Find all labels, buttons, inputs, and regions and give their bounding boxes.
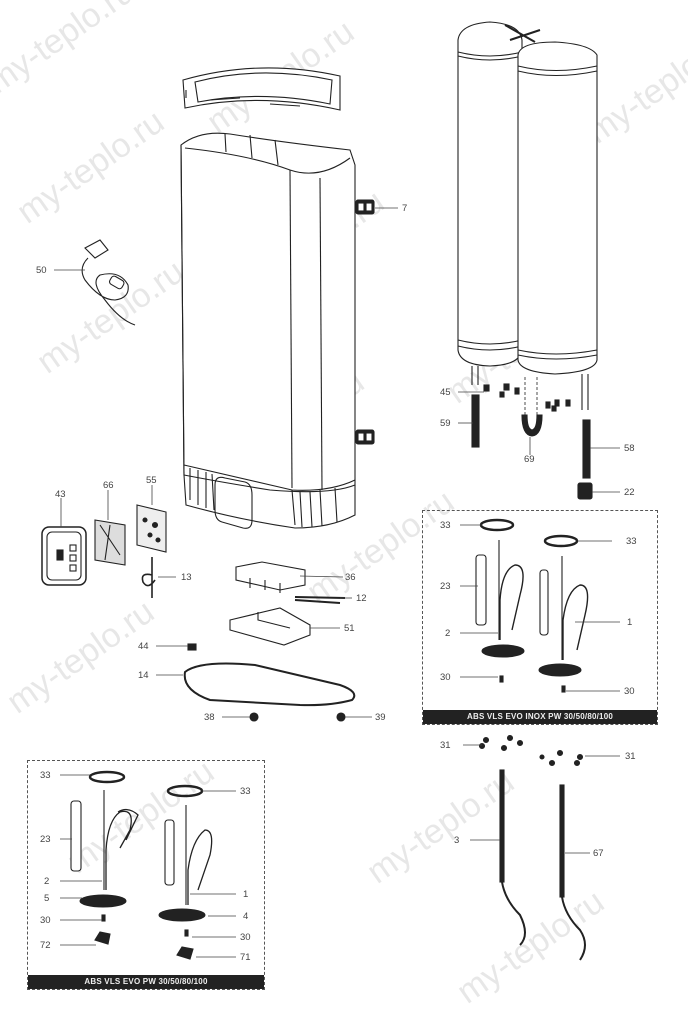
callout-1: 1 xyxy=(627,617,633,628)
callout-36: 36 xyxy=(345,572,356,583)
bottom-tray xyxy=(229,607,311,646)
callout-69: 69 xyxy=(524,454,535,465)
inox-kit-drawing xyxy=(460,518,620,693)
standard-kit-box: ABS VLS EVO PW 30/50/80/100 xyxy=(27,760,265,990)
clip xyxy=(187,643,197,651)
callout-2: 2 xyxy=(445,628,451,639)
callout-39: 39 xyxy=(375,712,386,723)
tanks xyxy=(457,21,598,410)
standard-kit-title: ABS VLS EVO PW 30/50/80/100 xyxy=(28,975,264,989)
top-cover xyxy=(182,67,341,111)
callout-1: 1 xyxy=(243,889,249,900)
nut-left xyxy=(249,712,259,722)
standard-kit-drawing xyxy=(60,770,236,960)
inox-kit-title: ABS VLS EVO INOX PW 30/50/80/100 xyxy=(423,710,657,724)
callout-30: 30 xyxy=(440,672,451,683)
callout-50: 50 xyxy=(36,265,47,276)
callout-30: 30 xyxy=(624,686,635,697)
callout-3: 3 xyxy=(454,835,460,846)
callout-31: 31 xyxy=(440,740,451,751)
callout-38: 38 xyxy=(204,712,215,723)
bottom-frame xyxy=(183,662,356,707)
callout-58: 58 xyxy=(624,443,635,454)
inox-kit-box: ABS VLS EVO INOX PW 30/50/80/100 xyxy=(422,510,658,725)
callout-2: 2 xyxy=(44,876,50,887)
cable xyxy=(294,596,346,604)
board-bracket xyxy=(94,519,126,566)
power-cord xyxy=(81,239,136,326)
callout-5: 5 xyxy=(44,893,50,904)
fittings xyxy=(471,383,593,500)
callout-72: 72 xyxy=(40,940,51,951)
leader-lines xyxy=(54,207,620,718)
callout-33: 33 xyxy=(626,536,637,547)
callout-30: 30 xyxy=(240,932,251,943)
control-panel xyxy=(41,526,87,586)
casing xyxy=(180,132,375,529)
callout-66: 66 xyxy=(103,480,114,491)
electronic-board xyxy=(136,504,167,553)
callout-4: 4 xyxy=(243,911,249,922)
probes-drawing xyxy=(463,734,620,961)
callout-33: 33 xyxy=(440,520,451,531)
callout-45: 45 xyxy=(440,387,451,398)
callout-33: 33 xyxy=(240,786,251,797)
wire-harness xyxy=(141,557,156,598)
callout-71: 71 xyxy=(240,952,251,963)
callout-44: 44 xyxy=(138,641,149,652)
nut-right xyxy=(336,712,346,722)
callout-12: 12 xyxy=(356,593,367,604)
callout-30: 30 xyxy=(40,915,51,926)
callout-43: 43 xyxy=(55,489,66,500)
callout-13: 13 xyxy=(181,572,192,583)
callout-23: 23 xyxy=(40,834,51,845)
callout-33: 33 xyxy=(40,770,51,781)
electronics-housing xyxy=(235,561,306,593)
callout-67: 67 xyxy=(593,848,604,859)
callout-14: 14 xyxy=(138,670,149,681)
callout-51: 51 xyxy=(344,623,355,634)
callout-31: 31 xyxy=(625,751,636,762)
callout-22: 22 xyxy=(624,487,635,498)
callout-7: 7 xyxy=(402,203,408,214)
callout-59: 59 xyxy=(440,418,451,429)
callout-55: 55 xyxy=(146,475,157,486)
callout-23: 23 xyxy=(440,581,451,592)
